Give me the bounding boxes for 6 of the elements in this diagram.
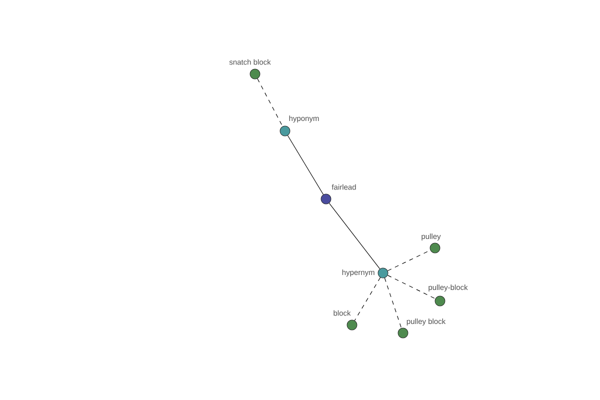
connector-line — [287, 135, 324, 195]
connector-line — [387, 275, 436, 299]
connector-line — [257, 78, 283, 127]
connector-line — [328, 202, 380, 270]
connector-line — [384, 278, 402, 328]
connector-line — [354, 277, 381, 321]
